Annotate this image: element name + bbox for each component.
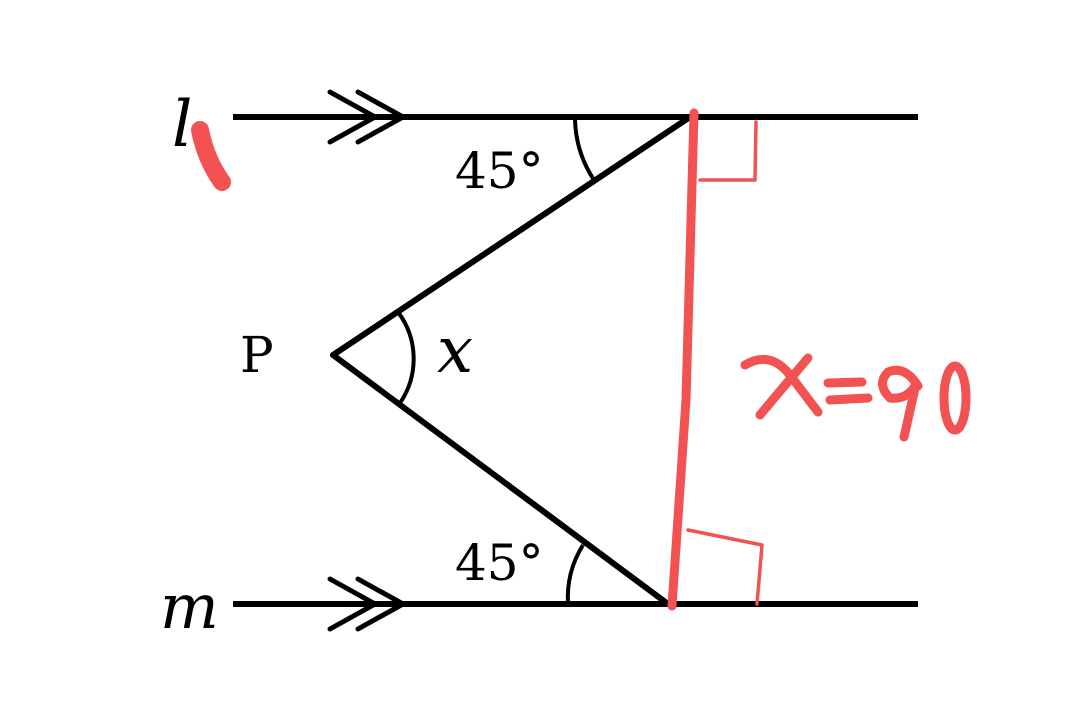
parallel-arrows-m — [327, 576, 409, 632]
right-angle-marker-bottom — [686, 528, 764, 606]
handwritten-x-equals-90 — [740, 353, 971, 442]
label-l: l — [172, 88, 192, 162]
segment-bottom — [330, 352, 671, 607]
label-angle-top: 45° — [455, 142, 544, 200]
label-angle-bottom: 45° — [455, 534, 544, 592]
angle-arc-apex — [396, 310, 416, 405]
label-m: m — [160, 570, 219, 643]
label-angle-x: x — [437, 314, 473, 388]
angle-arc-top — [573, 116, 596, 182]
parallel-arrows-l — [327, 89, 409, 145]
red-mark-near-l — [191, 121, 231, 191]
red-perpendicular-line — [667, 108, 699, 611]
red-annotations — [191, 108, 971, 611]
segment-top — [330, 114, 693, 358]
label-p: P — [240, 326, 274, 384]
angle-arc-bottom — [565, 543, 585, 605]
right-angle-marker-top — [698, 120, 758, 182]
